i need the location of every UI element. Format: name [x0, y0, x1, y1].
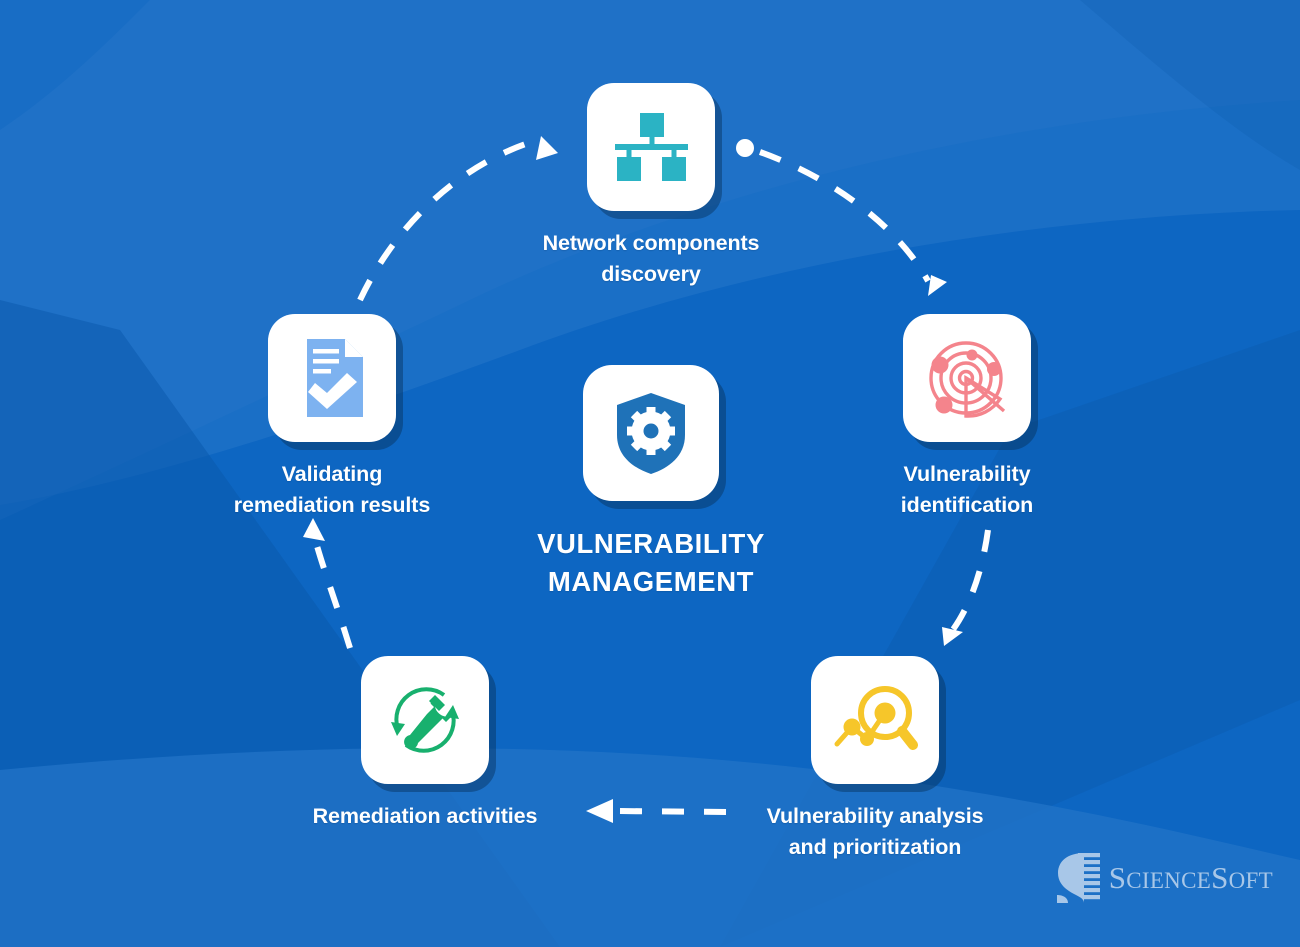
center-card — [583, 365, 719, 501]
arrowhead-to-validating — [303, 518, 325, 541]
analysis-card[interactable] — [811, 656, 939, 784]
sciencesoft-mark-icon — [1056, 853, 1100, 903]
connector-start-dot — [736, 139, 754, 157]
arrowhead-to-identify — [928, 275, 947, 296]
node-vulnerability-analysis[interactable]: Vulnerability analysis and prioritizatio… — [746, 656, 1004, 862]
node-validating-remediation-results[interactable]: Validating remediation results — [203, 314, 461, 520]
logo-s2: S — [1211, 860, 1229, 895]
node-analysis-label: Vulnerability analysis and prioritizatio… — [766, 804, 984, 859]
sciencesoft-logo: SCIENCESOFT — [1054, 851, 1273, 905]
node-remediation-label: Remediation activities — [312, 804, 538, 828]
logo-oft: OFT — [1228, 868, 1273, 893]
document-check-icon — [307, 339, 363, 417]
center-vulnerability-management: VULNERABILITY MANAGEMENT — [521, 365, 781, 601]
connector-validating-to-network — [357, 137, 539, 302]
center-title: VULNERABILITY MANAGEMENT — [537, 528, 765, 597]
wrench-refresh-icon — [391, 687, 459, 753]
magnifier-chart-icon — [834, 686, 918, 750]
node-vulnerability-identification[interactable]: Vulnerability identification — [838, 314, 1096, 520]
connector-analysis-to-remediation — [613, 808, 727, 815]
connector-network-to-identify — [758, 149, 931, 283]
arrowhead-to-remediation — [586, 799, 613, 823]
node-remediation-activities[interactable]: Remediation activities — [296, 656, 554, 832]
validating-card[interactable] — [268, 314, 396, 442]
connector-remediation-to-validating — [311, 534, 353, 649]
remediation-card[interactable] — [361, 656, 489, 784]
logo-s1: S — [1108, 860, 1127, 895]
node-network-label: Network components discovery — [542, 231, 760, 286]
sciencesoft-wordmark: SCIENCESOFT — [1109, 860, 1273, 896]
node-validating-label: Validating remediation results — [233, 462, 431, 517]
network-card[interactable] — [587, 83, 715, 211]
arrowhead-to-analysis — [942, 627, 963, 646]
node-network-components-discovery[interactable]: Network components discovery — [521, 83, 781, 289]
identification-card[interactable] — [903, 314, 1031, 442]
logo-cience: CIENCE — [1126, 868, 1212, 893]
arrowhead-to-network — [536, 136, 558, 160]
radar-scan-icon — [929, 341, 1006, 418]
node-identification-label: Vulnerability identification — [900, 462, 1034, 517]
connector-identify-to-analysis — [945, 529, 991, 638]
network-topology-icon — [615, 113, 688, 181]
shield-gear-icon — [617, 393, 685, 474]
